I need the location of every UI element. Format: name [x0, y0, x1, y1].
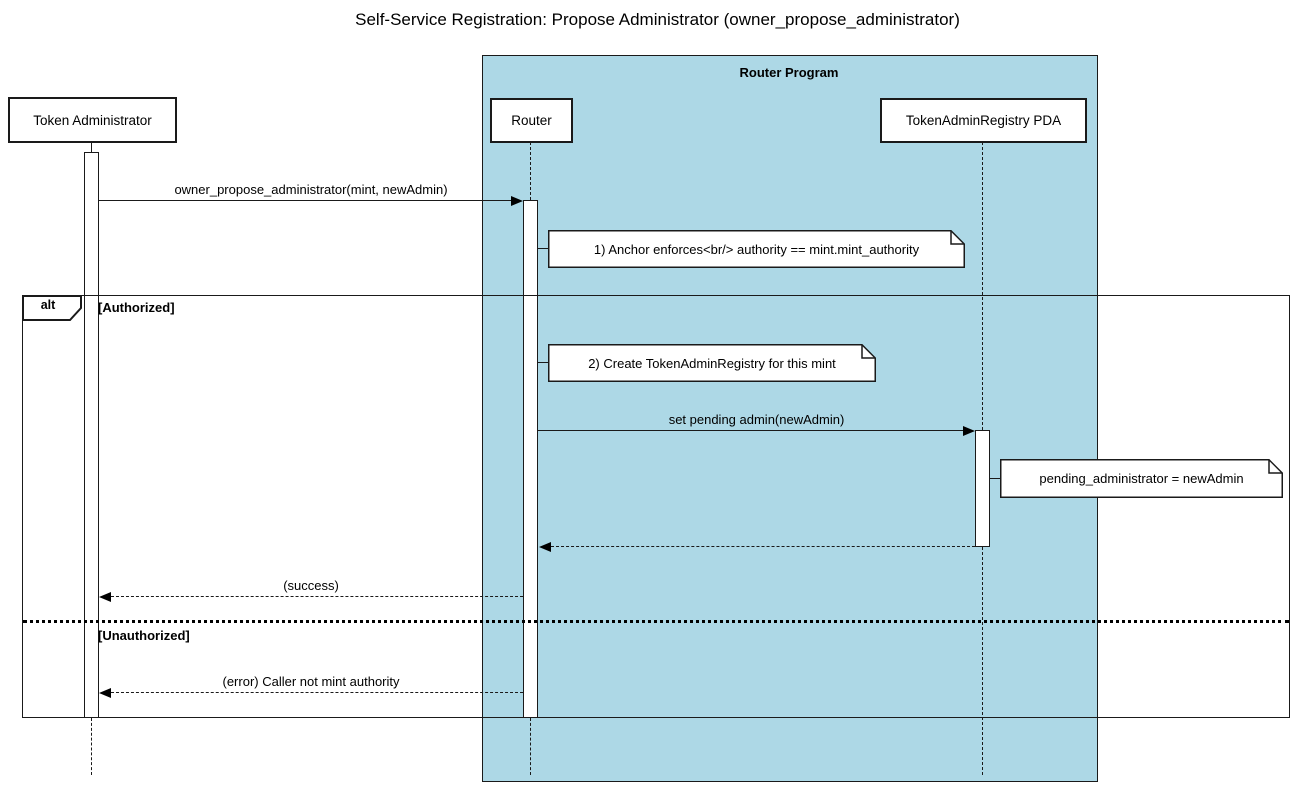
participant-router-label: Router — [511, 113, 552, 128]
message-set-pending-label: set pending admin(newAdmin) — [668, 412, 845, 427]
activation-token-administrator — [84, 152, 99, 718]
activation-router — [523, 200, 538, 718]
lifeline-tokenadminregistry-bottom — [982, 547, 983, 775]
guard-authorized: [Authorized] — [98, 300, 175, 315]
lifeline-router-top — [530, 142, 531, 200]
message-owner-propose-line — [99, 200, 511, 201]
participant-tokenadminregistry-pda: TokenAdminRegistry PDA — [880, 98, 1087, 143]
lifeline-token-administrator-top — [91, 143, 92, 152]
message-return-pda-line — [551, 546, 975, 547]
message-set-pending-line — [538, 430, 963, 431]
lifeline-token-administrator-bottom — [91, 718, 92, 775]
diagram-title: Self-Service Registration: Propose Admin… — [355, 10, 960, 29]
alt-operator-label: alt — [40, 298, 56, 312]
participant-token-administrator: Token Administrator — [8, 97, 177, 143]
router-program-label: Router Program — [739, 65, 839, 80]
lifeline-tokenadminregistry-top — [982, 142, 983, 430]
note-create-registry-text: 2) Create TokenAdminRegistry for this mi… — [588, 355, 836, 371]
participant-token-administrator-label: Token Administrator — [33, 112, 152, 128]
message-owner-propose-label: owner_propose_administrator(mint, newAdm… — [174, 182, 448, 197]
message-owner-propose-arrowhead — [511, 196, 523, 206]
lifeline-router-bottom — [530, 718, 531, 775]
note1-connector — [538, 248, 548, 249]
note-shape — [548, 344, 876, 382]
note3-connector — [990, 478, 1000, 479]
message-set-pending-arrowhead — [963, 426, 975, 436]
message-error-line — [111, 692, 523, 693]
activation-tokenadminregistry-pda — [975, 430, 990, 547]
note-shape — [548, 230, 965, 268]
message-success-label: (success) — [283, 578, 339, 593]
note-shape — [1000, 459, 1283, 498]
guard-unauthorized: [Unauthorized] — [98, 628, 190, 643]
alt-operator-shape — [22, 295, 82, 321]
note-pending-administrator: pending_administrator = newAdmin — [1000, 459, 1283, 498]
note-create-registry: 2) Create TokenAdminRegistry for this mi… — [548, 344, 876, 382]
note-pending-administrator-text: pending_administrator = newAdmin — [1039, 471, 1244, 486]
message-success-arrowhead — [99, 592, 111, 602]
alt-divider — [23, 620, 1289, 623]
message-error-label: (error) Caller not mint authority — [222, 674, 400, 689]
note2-connector — [538, 362, 548, 363]
participant-router: Router — [490, 98, 573, 143]
participant-tokenadminregistry-pda-label: TokenAdminRegistry PDA — [905, 113, 1062, 128]
message-error-arrowhead — [99, 688, 111, 698]
note-anchor-enforces-text: 1) Anchor enforces<br/> authority == min… — [593, 241, 920, 257]
router-program-container — [482, 55, 1098, 782]
message-success-line — [111, 596, 523, 597]
note-anchor-enforces: 1) Anchor enforces<br/> authority == min… — [548, 230, 965, 268]
message-return-pda-arrowhead — [539, 542, 551, 552]
